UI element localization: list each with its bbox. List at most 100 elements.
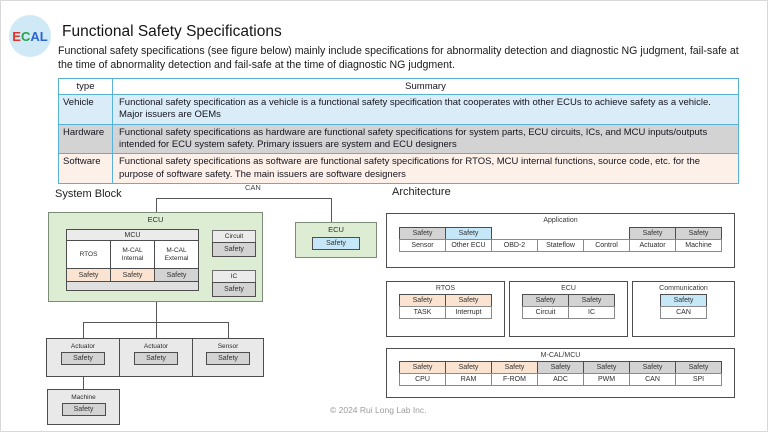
table-header-row: type Summary [58,78,739,95]
ecu-label: ECU [328,225,344,234]
arch-cell: Control [583,239,630,252]
arch-cell: PWM [583,373,630,386]
mcu-safety-row: Safety Safety Safety [67,268,198,281]
rtos-box: RTOS Safety TASK Safety Interrupt [386,281,505,337]
application-table: Safety Sensor Safety Other ECU OBD-2 Sta… [399,227,722,252]
mcal-external-cell: M-CAL External [164,246,189,262]
arch-column: Safety CPU [399,361,446,386]
arch-column: Safety Other ECU [445,227,492,252]
safety-chip: Safety [206,352,250,365]
safety-chip: Safety [312,237,360,250]
arch-column: Safety IC [568,294,615,319]
mcu-bottom-strip [67,281,198,290]
arch-column: Safety Machine [675,227,722,252]
actuator-label: Actuator [70,343,96,350]
machine-box: Machine Safety [47,389,120,425]
arch-cell: Actuator [629,239,676,252]
system-block-title: System Block [55,188,122,200]
row-type: Vehicle [58,94,113,125]
safety-chip: Safety [61,352,105,365]
table-row-hardware: Hardware Functional safety specification… [58,123,739,155]
arch-cell: F-ROM [491,373,538,386]
table-row-software: Software Functional safety specification… [58,153,739,185]
arch-cell: CAN [629,373,676,386]
arch-column: Safety Sensor [399,227,446,252]
row-type: Software [58,153,113,185]
arch-cell: RAM [445,373,492,386]
safety-chip: Safety [212,282,256,297]
sensor-label: Sensor [217,343,239,350]
arch-cell: Stateflow [537,239,584,252]
arch-column: Stateflow [537,227,584,252]
arch-cell: OBD-2 [491,239,538,252]
circuit-block: Circuit Safety [212,230,256,257]
rtos-cell: RTOS [67,241,111,268]
spec-table: type Summary Vehicle Functional safety s… [58,78,739,185]
row-summary: Functional safety specifications as soft… [112,153,739,185]
arch-cell: TASK [399,306,446,319]
arch-cell: IC [568,306,615,319]
ecu-arch-box: ECU Safety Circuit Safety IC [509,281,628,337]
arch-column: Safety TASK [399,294,446,319]
rtos-table: Safety TASK Safety Interrupt [399,294,492,319]
ecu-table: Safety Circuit Safety IC [522,294,615,319]
arch-cell: SPI [675,373,722,386]
application-label: Application [543,217,578,224]
mcal-table: Safety CPU Safety RAM Safety F-ROM Safet… [399,361,722,386]
rtos-label: RTOS [435,285,456,292]
mcu-columns: RTOS M-CAL Internal M-CAL External [67,241,198,268]
mcu-label: MCU [67,230,198,241]
row-type: Hardware [58,123,113,155]
arch-cell: CPU [399,373,446,386]
sensor-box: Sensor Safety [192,338,264,377]
communication-table: Safety CAN [660,294,707,319]
arch-column: Safety ADC [537,361,584,386]
safety-chip: Safety [111,269,155,281]
machine-label: Machine [71,394,96,401]
ecu-label: ECU [147,215,164,224]
arch-cell: Circuit [522,306,569,319]
arch-column: Safety Actuator [629,227,676,252]
ecu-label: ECU [561,285,576,292]
col-header-summary: Summary [112,78,739,95]
safety-chip: Safety [67,269,111,281]
arch-cell: Machine [675,239,722,252]
mcal-mcu-box: M-CAL/MCU Safety CPU Safety RAM Safety F… [386,348,735,398]
arch-column: Safety CAN [629,361,676,386]
mcal-mcu-label: M-CAL/MCU [540,352,581,359]
mcal-internal-cell: M-CAL Internal [111,241,155,268]
communication-label: Communication [659,285,708,292]
logo-letter: E [12,28,21,44]
arch-column: OBD-2 [491,227,538,252]
logo-letter: A [30,28,40,44]
can-bus-label: CAN [245,183,261,192]
remote-ecu-box: ECU Safety [295,222,377,258]
arch-cell: Interrupt [445,306,492,319]
copyright-text: © 2024 Rui Long Lab Inc. [330,405,427,415]
table-row-vehicle: Vehicle Functional safety specification … [58,94,739,125]
arch-column: Safety Interrupt [445,294,492,319]
actuator-box-2: Actuator Safety [119,338,193,377]
arch-column: Safety Circuit [522,294,569,319]
arch-column: Safety CAN [660,294,707,319]
safety-chip: Safety [134,352,178,365]
arch-cell: Other ECU [445,239,492,252]
arch-column: Control [583,227,630,252]
application-box: Application Safety Sensor Safety Other E… [386,213,735,268]
col-header-type: type [58,78,113,95]
arch-column: Safety RAM [445,361,492,386]
row-summary: Functional safety specifications as hard… [112,123,739,155]
safety-chip: Safety [61,403,106,416]
safety-chip: Safety [155,269,198,281]
logo-letter: C [20,28,31,44]
arch-column: Safety PWM [583,361,630,386]
arch-column: Safety SPI [675,361,722,386]
arch-column: Safety F-ROM [491,361,538,386]
page-title: Functional Safety Specifications [62,23,282,40]
logo-letter: L [39,28,48,44]
intro-text: Functional safety specifications (see fi… [58,45,739,71]
arch-cell: Sensor [399,239,446,252]
arch-cell: CAN [660,306,707,319]
